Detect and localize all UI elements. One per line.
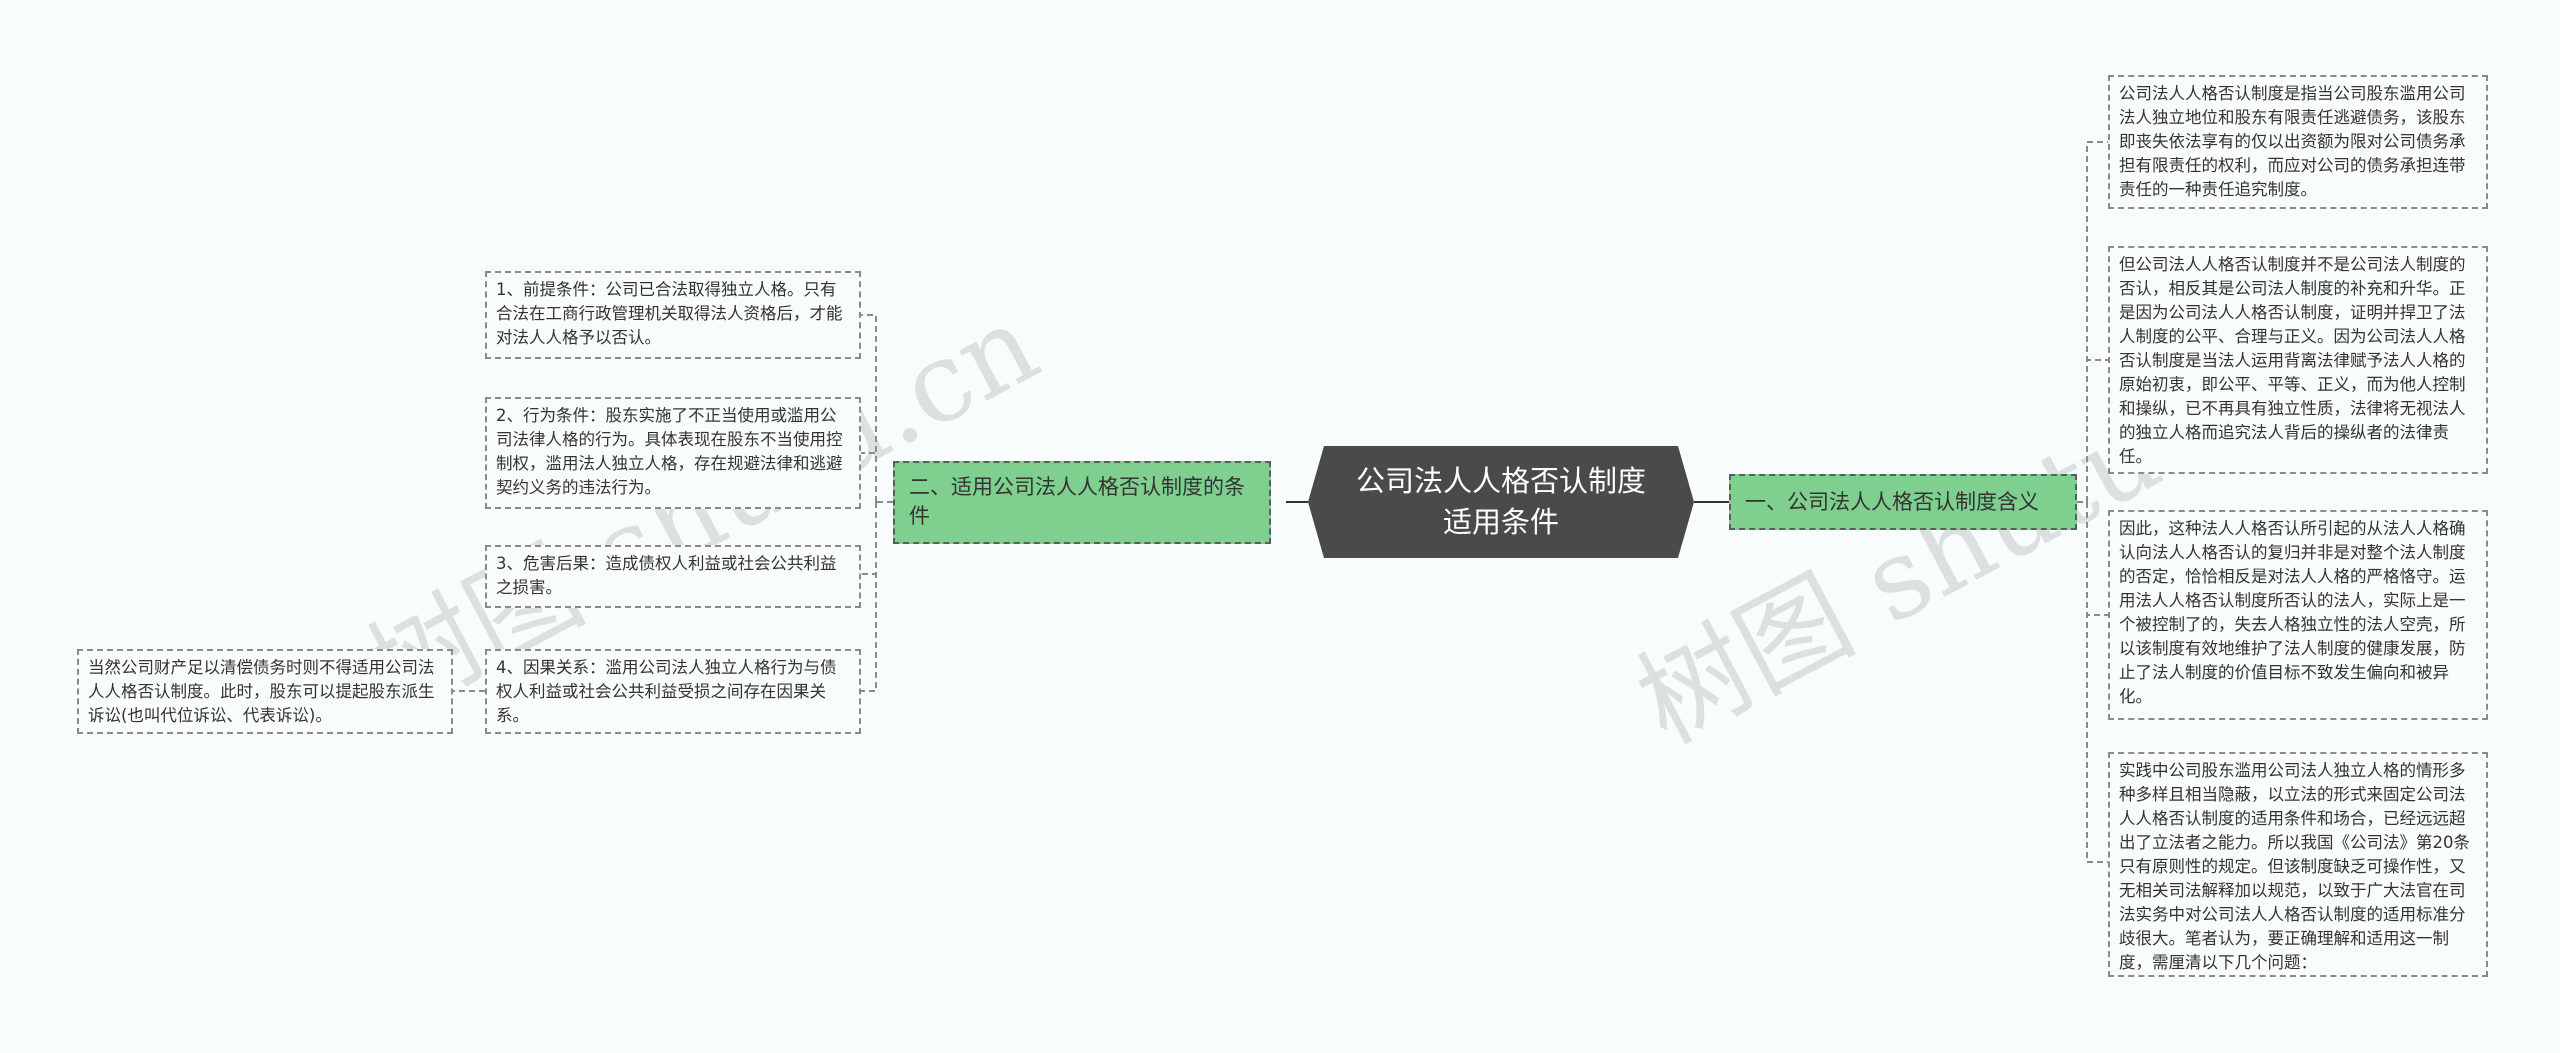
leaf-restoration[interactable]: 因此，这种法人人格否认所引起的从法人人格确认向法人人格否认的复归并非是对整个法人… [2108,510,2488,720]
branch-meaning[interactable]: 一、公司法人人格否认制度含义 [1729,474,2077,530]
leaf-practice[interactable]: 实践中公司股东滥用公司法人独立人格的情形多种多样且相当隐蔽，以立法的形式来固定公… [2108,752,2488,977]
central-topic[interactable]: 公司法人人格否认制度适用条件 [1308,446,1694,558]
central-topic-label: 公司法人人格否认制度适用条件 [1355,464,1646,539]
branch-conditions-label: 二、适用公司法人人格否认制度的条件 [909,475,1245,528]
leaf-causation[interactable]: 4、因果关系：滥用公司法人独立人格行为与债权人利益或社会公共利益受损之间存在因果… [485,649,861,734]
leaf-definition[interactable]: 公司法人人格否认制度是指当公司股东滥用公司法人独立地位和股东有限责任逃避债务，该… [2108,75,2488,209]
leaf-text: 实践中公司股东滥用公司法人独立人格的情形多种多样且相当隐蔽，以立法的形式来固定公… [2119,761,2470,972]
leaf-text: 因此，这种法人人格否认所引起的从法人人格确认向法人人格否认的复归并非是对整个法人… [2119,519,2466,706]
leaf-supplement[interactable]: 但公司法人人格否认制度并不是公司法人制度的否认，相反其是公司法人制度的补充和升华… [2108,246,2488,474]
branch-meaning-label: 一、公司法人人格否认制度含义 [1745,490,2039,514]
leaf-text: 1、前提条件：公司已合法取得独立人格。只有合法在工商行政管理机关取得法人资格后，… [496,280,843,347]
branch-conditions[interactable]: 二、适用公司法人人格否认制度的条件 [893,461,1271,544]
leaf-text: 但公司法人人格否认制度并不是公司法人制度的否认，相反其是公司法人制度的补充和升华… [2119,255,2466,466]
leaf-text: 3、危害后果：造成债权人利益或社会公共利益之损害。 [496,554,837,597]
leaf-text: 当然公司财产足以清偿债务时则不得适用公司法人人格否认制度。此时，股东可以提起股东… [88,658,435,725]
leaf-text: 4、因果关系：滥用公司法人独立人格行为与债权人利益或社会公共利益受损之间存在因果… [496,658,837,725]
leaf-precondition[interactable]: 1、前提条件：公司已合法取得独立人格。只有合法在工商行政管理机关取得法人资格后，… [485,271,861,359]
leaf-text: 公司法人人格否认制度是指当公司股东滥用公司法人独立地位和股东有限责任逃避债务，该… [2119,84,2466,199]
leaf-behavior[interactable]: 2、行为条件：股东实施了不正当使用或滥用公司法律人格的行为。具体表现在股东不当使… [485,397,861,509]
leaf-text: 2、行为条件：股东实施了不正当使用或滥用公司法律人格的行为。具体表现在股东不当使… [496,406,843,497]
leaf-harm[interactable]: 3、危害后果：造成债权人利益或社会公共利益之损害。 [485,545,861,608]
leaf-derivative-suit[interactable]: 当然公司财产足以清偿债务时则不得适用公司法人人格否认制度。此时，股东可以提起股东… [77,649,453,734]
